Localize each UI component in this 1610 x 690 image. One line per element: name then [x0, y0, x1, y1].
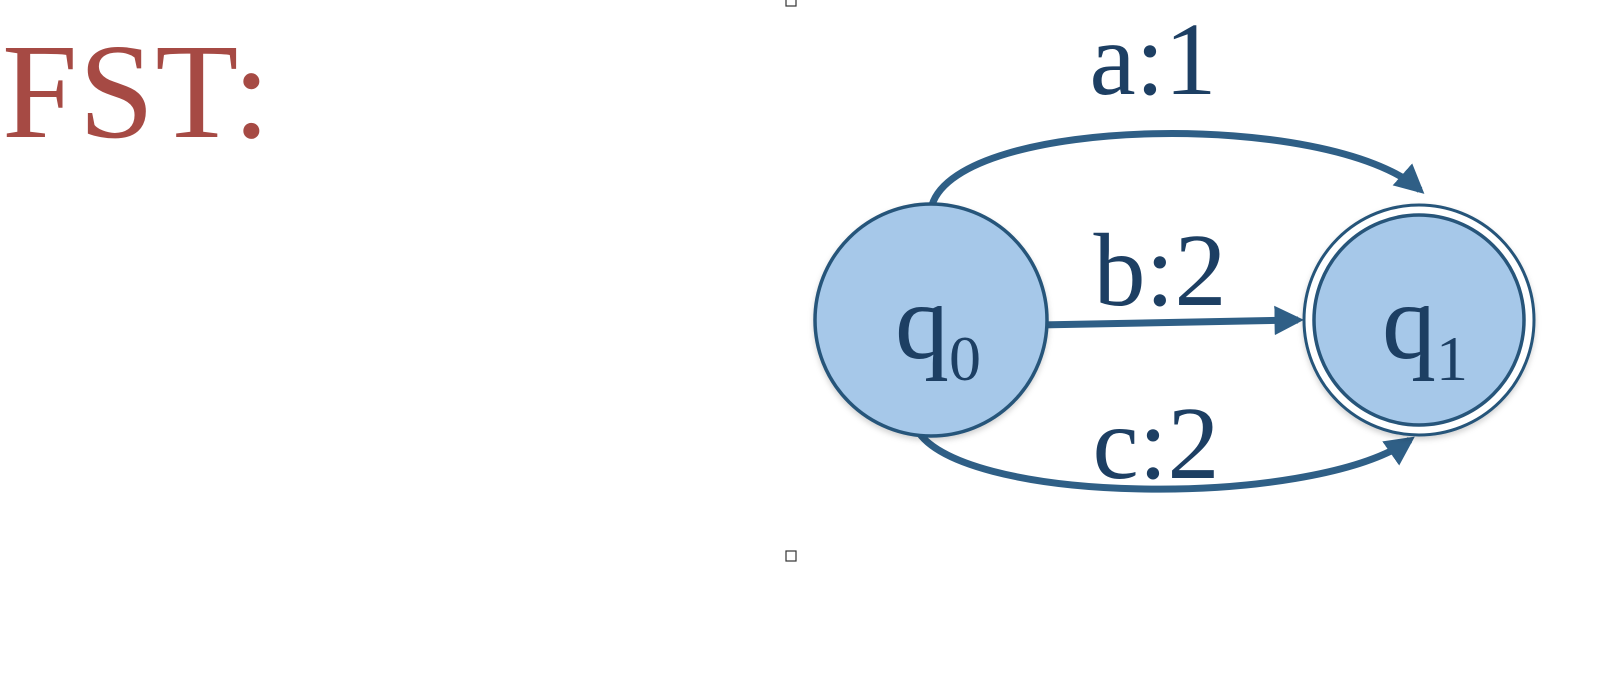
state-q0-label: q0	[895, 263, 981, 394]
state-q1-subscript: 1	[1436, 323, 1468, 394]
state-q0-circle	[813, 202, 1049, 438]
transition-label-c: c:2	[1092, 386, 1219, 501]
transition-label-b: b:2	[1094, 213, 1227, 328]
state-q0-letter: q	[895, 263, 949, 382]
state-q1-letter: q	[1382, 263, 1436, 382]
selection-handle-bottom	[785, 550, 797, 562]
state-q1: q1	[1302, 203, 1536, 437]
transition-label-a: a:1	[1089, 2, 1216, 117]
fst-heading: FST:	[2, 17, 272, 167]
transition-arrow-c	[911, 424, 1415, 493]
selection-handle-top	[785, 0, 797, 7]
transition-arrow-b	[1037, 305, 1304, 336]
state-q1-circle	[1312, 213, 1526, 427]
state-q1-label: q1	[1382, 263, 1468, 394]
state-q0-subscript: 0	[949, 323, 981, 394]
transition-arrow-a	[928, 130, 1425, 207]
state-q0: q0	[813, 202, 1049, 438]
